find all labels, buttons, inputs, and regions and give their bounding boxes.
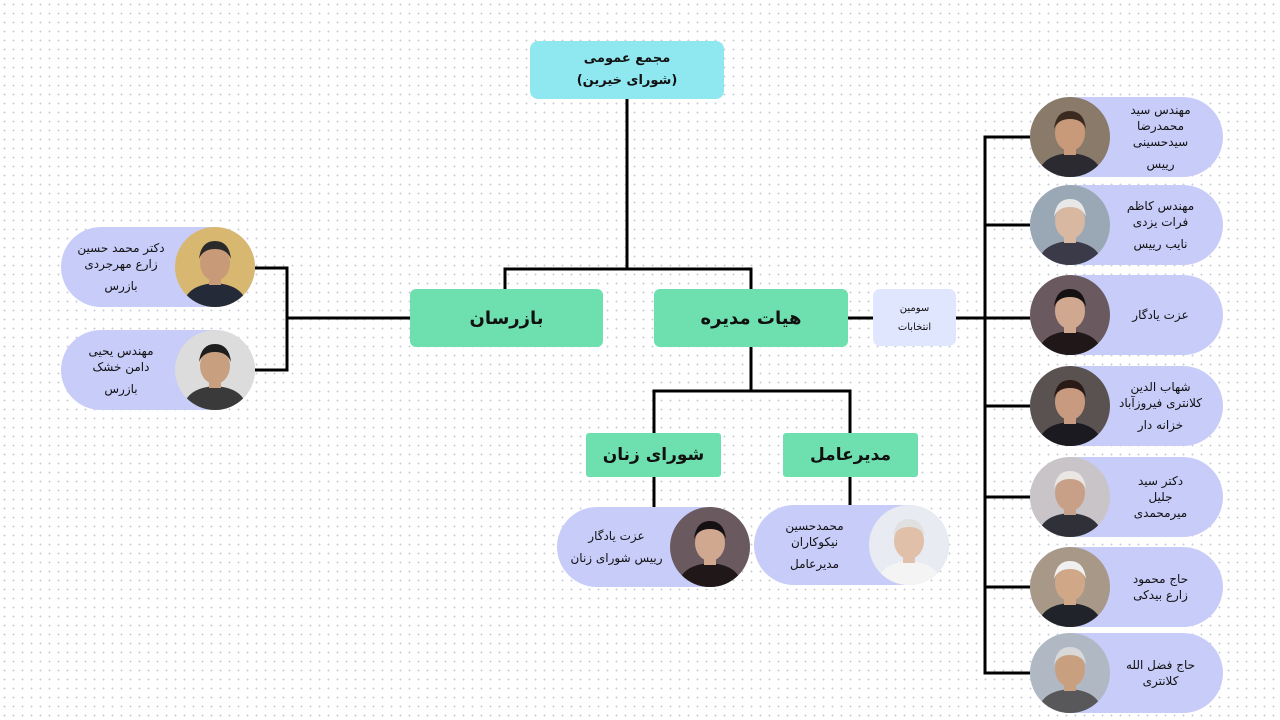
member-name-line: محمدحسین (785, 518, 844, 533)
member-role: مدیرعامل (789, 557, 840, 572)
member-name-line: دکتر محمد حسین (77, 240, 165, 255)
general-assembly-subtitle: (شورای خیرین) (576, 73, 678, 88)
member-photo (1030, 457, 1110, 537)
member-role: رییس شورای زنان (570, 551, 663, 565)
portrait-icon (1030, 457, 1110, 537)
member-name-line: زارع مهرجردی (84, 256, 158, 271)
member-name-line: میرمحمدی (1133, 506, 1188, 521)
portrait-icon (1030, 185, 1110, 265)
election-note-line1: سومین (899, 302, 930, 314)
portrait-icon (869, 505, 949, 585)
portrait-icon (1030, 547, 1110, 627)
member-name-line: شهاب الدین (1130, 379, 1191, 394)
member-photo (869, 505, 949, 585)
board-label: هیات مدیره (700, 307, 802, 329)
board-member-card: حاج محمود زارع بیدکی (1030, 547, 1223, 627)
women-council-head-card: عزت یادگار رییس شورای زنان (557, 507, 750, 587)
member-name-line: دامن خشک (92, 359, 150, 374)
member-photo (1030, 97, 1110, 177)
member-role: بازرس (104, 382, 138, 397)
member-name-line: مهندس یحیی (88, 343, 154, 358)
member-name-line: مهندس سید (1130, 102, 1191, 117)
member-photo (175, 330, 255, 410)
member-photo (670, 507, 750, 587)
member-name-line: حاج فضل الله (1125, 657, 1196, 672)
member-role: رییس (1146, 157, 1175, 172)
board-member-card: عزت یادگار (1030, 275, 1223, 355)
portrait-icon (1030, 366, 1110, 446)
member-role: نایب رییس (1133, 237, 1188, 252)
member-info: حاج فضل الله کلانتری (1110, 633, 1211, 713)
member-name-line: زارع بیدکی (1133, 588, 1188, 602)
portrait-icon (1030, 275, 1110, 355)
member-photo (175, 227, 255, 307)
board-member-card: حاج فضل الله کلانتری (1030, 633, 1223, 713)
member-name-line: عزت یادگار (1132, 307, 1189, 322)
member-role: بازرس (104, 279, 138, 294)
ceo-label: مدیرعامل (810, 445, 891, 465)
member-role: خزانه دار (1137, 418, 1184, 433)
member-info: عزت یادگار (1110, 275, 1211, 355)
ceo-box: مدیرعامل (783, 433, 918, 477)
member-name-line: کلانتری فیروزآباد (1119, 395, 1202, 410)
portrait-icon (175, 330, 255, 410)
general-assembly-box: مجمع عمومی (شورای خیرین) (530, 41, 724, 99)
member-name-line: سیدحسینی (1132, 135, 1189, 149)
board-box: هیات مدیره (654, 289, 848, 347)
member-name-line: نیکوکاران (790, 534, 839, 549)
member-name-line: حاج محمود (1132, 571, 1189, 586)
member-photo (1030, 633, 1110, 713)
women-council-label: شورای زنان (602, 445, 705, 465)
election-note-line2: انتخابات (897, 321, 932, 333)
member-info: عزت یادگار رییس شورای زنان (569, 507, 664, 587)
member-name-line: فرات یزدی (1132, 214, 1189, 229)
member-photo (1030, 547, 1110, 627)
member-name-line: عزت یادگار (588, 528, 645, 543)
member-photo (1030, 275, 1110, 355)
portrait-icon (1030, 97, 1110, 177)
inspectors-box: بازرسان (410, 289, 603, 347)
women-council-box: شورای زنان (586, 433, 721, 477)
member-info: حاج محمود زارع بیدکی (1110, 547, 1211, 627)
member-name-line: جلیل (1148, 489, 1173, 504)
member-name-line: مهندس کاظم (1126, 198, 1195, 213)
member-name-line: کلانتری (1142, 674, 1179, 688)
inspectors-label: بازرسان (469, 307, 544, 329)
portrait-icon (670, 507, 750, 587)
member-name-line: دکتر سید (1137, 473, 1184, 488)
member-photo (1030, 185, 1110, 265)
election-note: سومین انتخابات (873, 289, 956, 346)
member-photo (1030, 366, 1110, 446)
member-name-line: محمدرضا (1136, 118, 1185, 133)
portrait-icon (1030, 633, 1110, 713)
general-assembly-title: مجمع عمومی (583, 50, 671, 66)
portrait-icon (175, 227, 255, 307)
